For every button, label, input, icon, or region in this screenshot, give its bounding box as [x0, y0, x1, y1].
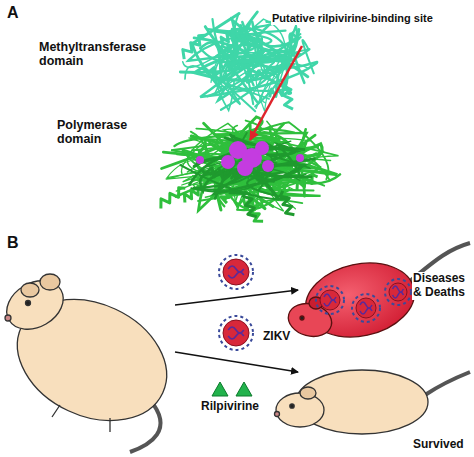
protein-helix — [221, 29, 237, 45]
binding-site-atoms — [255, 141, 269, 155]
treatment-arrow — [175, 352, 298, 372]
binding-site-atoms — [237, 160, 253, 176]
protein-helix — [201, 168, 230, 181]
virus-particles — [316, 279, 411, 322]
binding-site-atoms — [221, 155, 235, 169]
binding-site-atoms — [196, 156, 204, 164]
virus-envelope — [219, 316, 253, 350]
panel-letter: B — [6, 234, 20, 252]
protein-ribbon — [221, 22, 257, 102]
virus-rna — [228, 266, 244, 278]
drug-triangles — [212, 382, 252, 396]
panel-letter: A — [6, 4, 20, 22]
protein-structure — [161, 12, 340, 221]
binding-site-atoms — [262, 160, 274, 172]
protein-helix — [283, 80, 294, 109]
protein-helix — [183, 35, 205, 59]
protein-helix — [243, 191, 256, 217]
binding-site-atoms — [296, 154, 304, 162]
virus-envelope — [352, 294, 380, 322]
virus-capsid — [356, 298, 376, 318]
virus-capsid — [320, 290, 340, 310]
outcome-label: Diseases & Deaths — [412, 272, 471, 300]
virus-rna — [393, 286, 404, 298]
pointer-arrow — [250, 46, 302, 140]
virus-rna — [228, 327, 244, 339]
protein-helix — [280, 191, 294, 215]
virus-label: ZIKV — [262, 330, 291, 344]
virus-envelope — [316, 286, 344, 314]
healthy-mouse — [0, 271, 186, 452]
protein-ribbon — [256, 64, 307, 112]
virus-rna — [324, 294, 336, 306]
virus-capsid — [389, 283, 407, 301]
protein-ribbon — [198, 124, 283, 211]
protein-helix — [245, 69, 274, 82]
domain-label: Polymerase domain — [56, 118, 160, 147]
protein-ribbon — [181, 165, 290, 199]
virus-envelope — [219, 255, 253, 289]
virus-particles — [219, 255, 253, 350]
virus-rna — [360, 302, 372, 314]
site-label: Putative rilpivirine-binding site — [271, 12, 471, 25]
virus-envelope — [385, 279, 411, 305]
virus-capsid — [223, 320, 249, 346]
drug-label: Rilpivirine — [200, 400, 260, 414]
outcome-label: Survived — [412, 438, 465, 452]
survived-mouse — [275, 370, 471, 434]
domain-label: Methyltransferase domain — [38, 40, 166, 69]
sick-mouse — [285, 243, 470, 347]
virus-capsid — [223, 259, 249, 285]
protein-helix — [221, 62, 240, 72]
infection-arrow — [175, 290, 298, 305]
protein-helix — [161, 188, 185, 209]
